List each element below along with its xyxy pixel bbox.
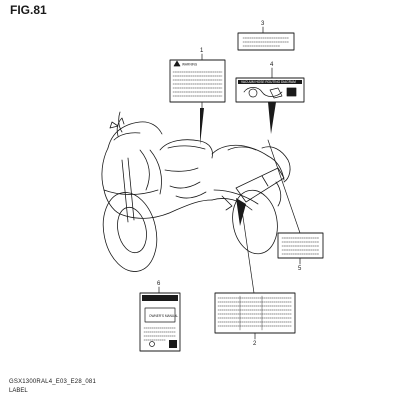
label-1-warning xyxy=(169,59,226,103)
callout-5: 5 xyxy=(298,266,302,272)
label-3 xyxy=(237,32,295,51)
leader-line-2-upper xyxy=(241,209,255,294)
label-4-vacuum-hose xyxy=(235,77,305,103)
callout-1: 1 xyxy=(200,48,204,54)
leader-wedge-4 xyxy=(268,102,276,134)
vacuum-label-text: VACUUM HOSE ROUTING DIAGRAM xyxy=(241,80,296,84)
rear-wheel xyxy=(232,189,278,255)
leader-wedge-1 xyxy=(200,108,204,145)
owners-manual-label-text: OWNER'S MANUAL xyxy=(149,314,178,318)
leader-wedge-2 xyxy=(236,198,246,226)
figure-title: FIG.81 xyxy=(10,3,47,17)
front-wheel xyxy=(102,192,158,272)
callout-6: 6 xyxy=(157,281,161,287)
label-5 xyxy=(277,232,324,259)
callout-3: 3 xyxy=(261,21,265,27)
motorcycle-drawing xyxy=(101,111,291,272)
label-2 xyxy=(214,292,296,334)
callout-4: 4 xyxy=(270,62,274,68)
model-code-caption: GSX1300RAL4_E03_E28_081 xyxy=(9,379,97,385)
label-6-owners-manual xyxy=(139,292,181,352)
leader-line-5-upper xyxy=(267,139,301,234)
figure-caption: LABEL xyxy=(9,388,28,394)
front-brake-disc xyxy=(117,206,147,254)
warning-label-heading: WARNING xyxy=(182,63,198,67)
callout-2: 2 xyxy=(253,341,257,347)
